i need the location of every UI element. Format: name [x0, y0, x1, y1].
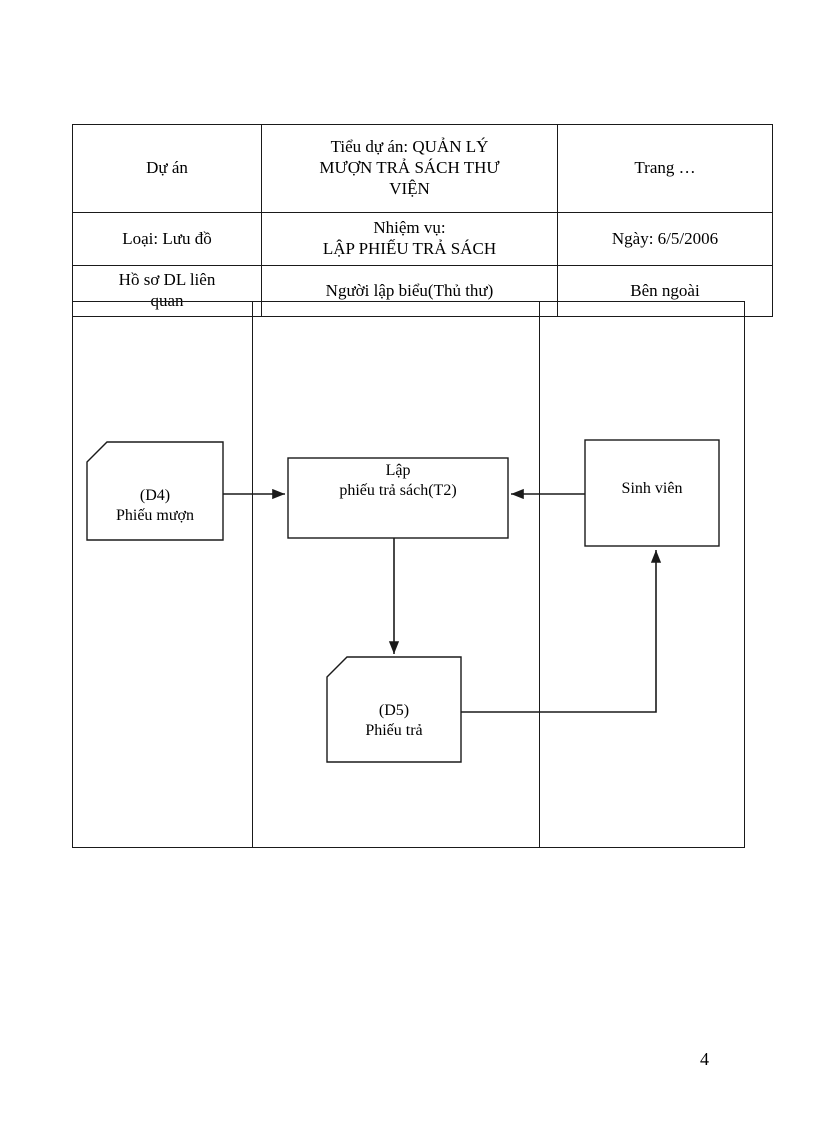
swimlane-outer-border [72, 301, 745, 848]
subproject-line-1: Tiểu dự án: QUẢN LÝ [330, 137, 489, 157]
flowchart-diagram: (D4) Phiếu mượn Lập phiếu trả sách(T2) S… [72, 301, 745, 848]
table-row: Loại: Lưu đồ Nhiệm vụ: LẬP PHIẾU TRẢ SÁC… [72, 212, 773, 266]
table-row: Dự án Tiểu dự án: QUẢN LÝ MƯỢN TRẢ SÁCH … [72, 124, 773, 213]
connector-d5-to-sinhvien [461, 550, 662, 713]
swimlane-divider-right [539, 301, 540, 848]
cell-author-label: Người lập biểu(Thủ thư) [261, 265, 558, 317]
related-data-line-1: Hồ sơ DL liên [118, 270, 216, 290]
page-number: 4 [700, 1049, 709, 1069]
cell-external-label: Bên ngoài [557, 265, 773, 317]
task-line-2: LẬP PHIẾU TRẢ SÁCH [322, 239, 497, 258]
table-row: Hồ sơ DL liên quan Người lập biểu(Thủ th… [72, 265, 773, 317]
flowchart-shapes-svg [86, 439, 720, 763]
cell-subproject-title: Tiểu dự án: QUẢN LÝ MƯỢN TRẢ SÁCH THƯ VI… [261, 124, 558, 213]
cell-date-label: Ngày: 6/5/2006 [557, 212, 773, 266]
subproject-line-2: MƯỢN TRẢ SÁCH THƯ [319, 158, 500, 178]
swimlane-divider-left [252, 301, 253, 848]
node-shape-d4 [86, 441, 224, 541]
task-line-1: Nhiệm vụ: [373, 218, 446, 238]
node-shape-sinhvien [584, 439, 720, 547]
related-data-line-2: quan [150, 291, 184, 310]
cell-task: Nhiệm vụ: LẬP PHIẾU TRẢ SÁCH [261, 212, 558, 266]
document-header-table: Dự án Tiểu dự án: QUẢN LÝ MƯỢN TRẢ SÁCH … [72, 124, 773, 317]
cell-type-label: Loại: Lưu đồ [72, 212, 262, 266]
flowchart-swimlane-area: (D4) Phiếu mượn Lập phiếu trả sách(T2) S… [72, 301, 745, 848]
subproject-line-3: VIỆN [389, 178, 430, 198]
node-shape-process [287, 457, 509, 539]
cell-related-data-label: Hồ sơ DL liên quan [72, 265, 262, 317]
cell-project-label: Dự án [72, 124, 262, 213]
node-shape-d5 [326, 656, 462, 763]
cell-page-label: Trang … [557, 124, 773, 213]
